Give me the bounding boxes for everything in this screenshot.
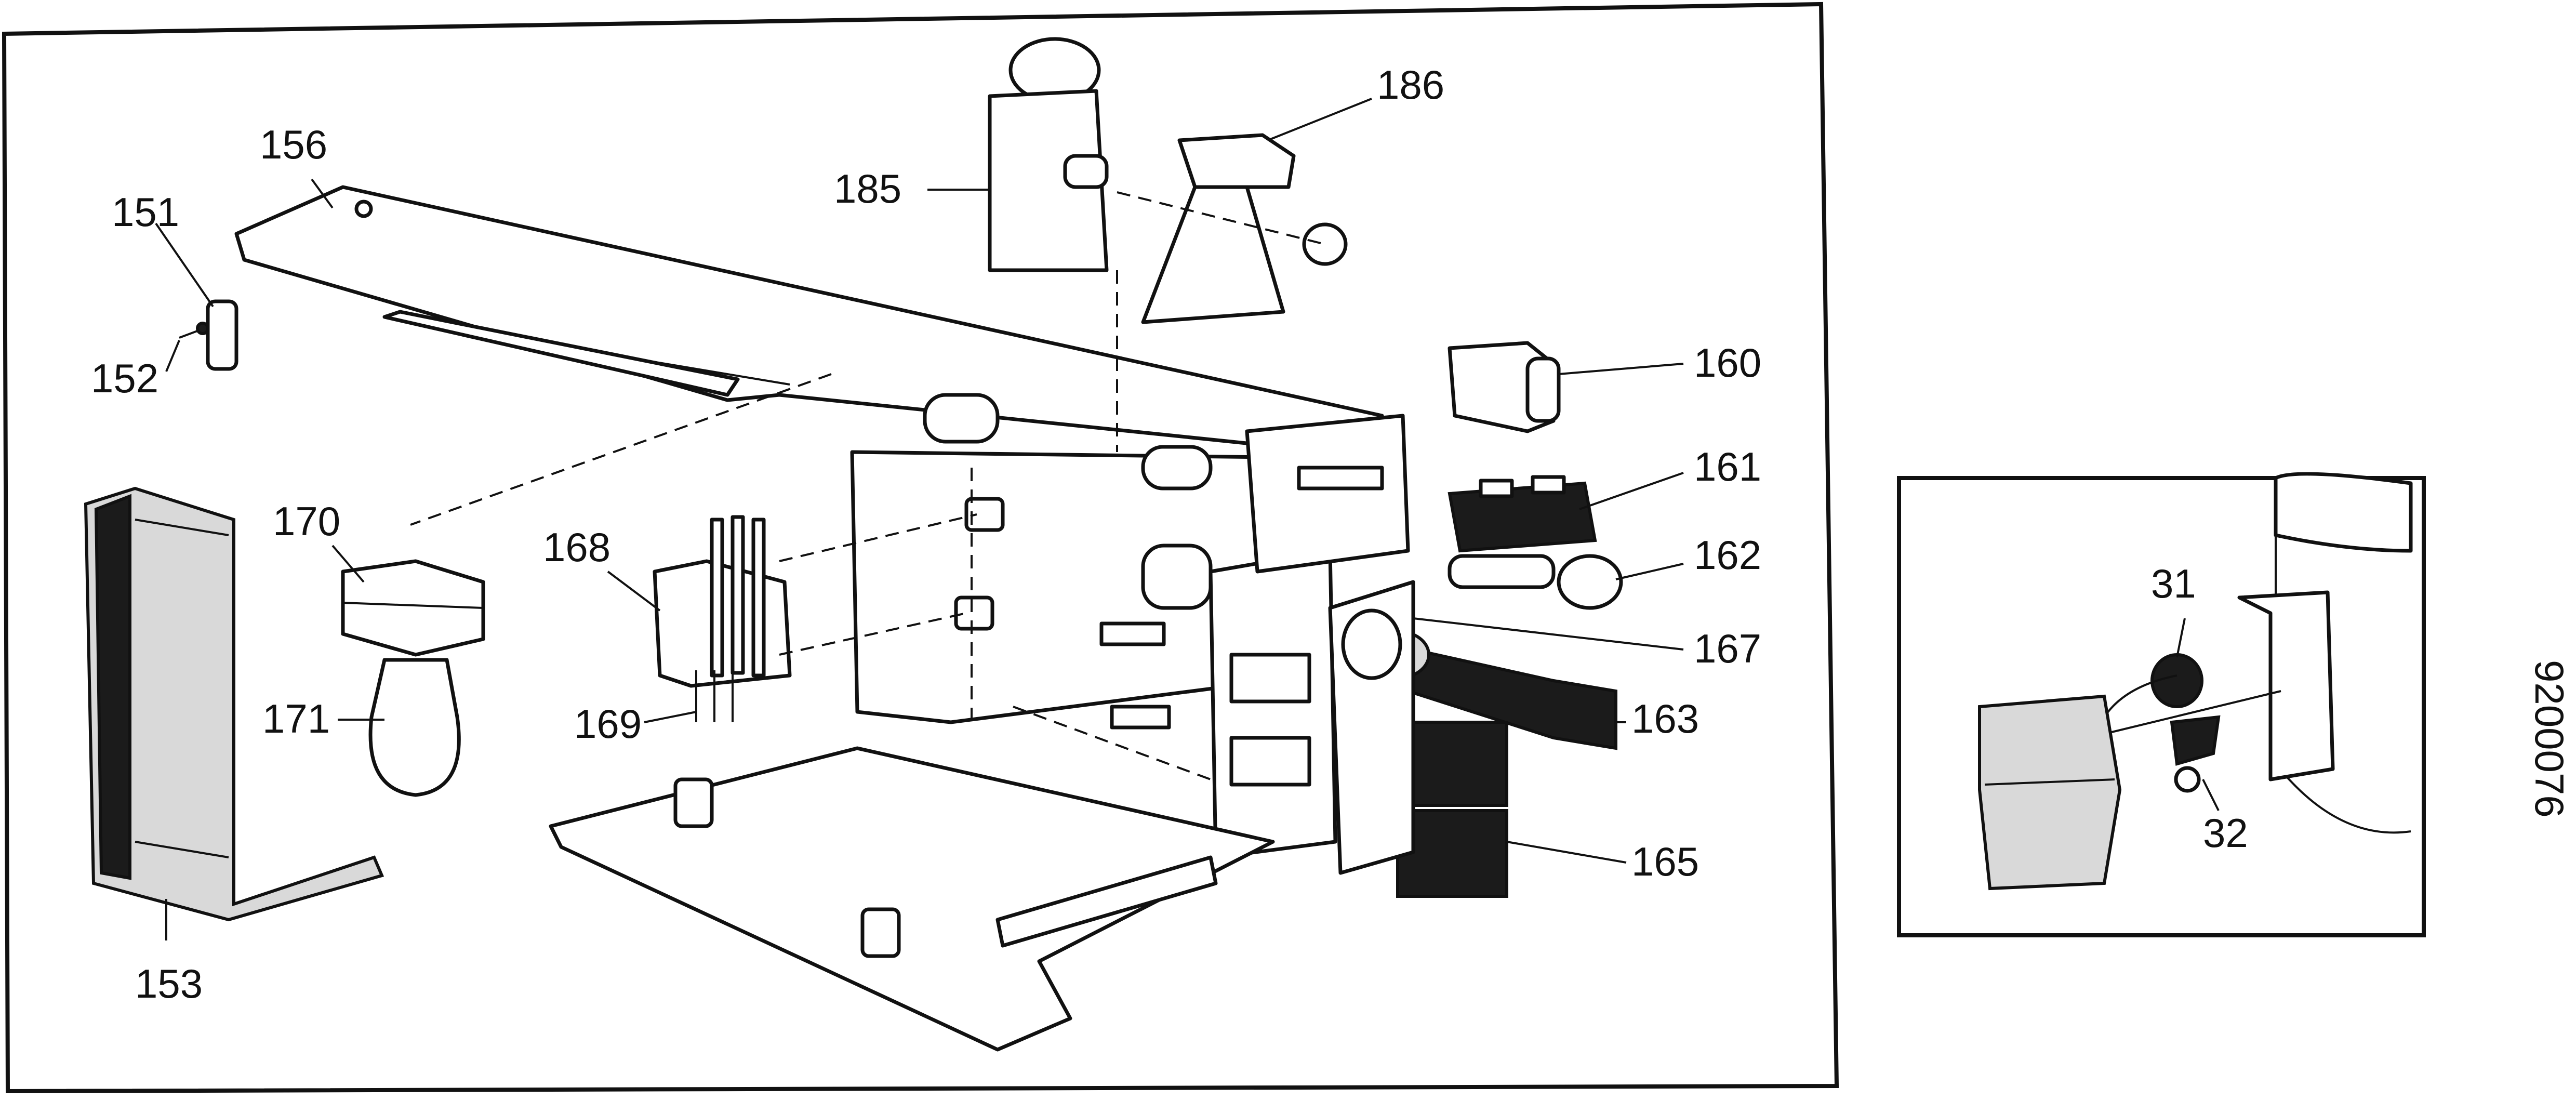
top-plate-lower-flange: [382, 310, 740, 397]
part-153-side-cover: [84, 486, 384, 922]
label-156: 156: [260, 122, 327, 167]
leader-162: [1615, 563, 1684, 580]
part-170-lamp-socket: [341, 559, 485, 657]
side-bracket: [1245, 414, 1410, 574]
part-32-washer: [2174, 766, 2201, 793]
label-151: 151: [112, 189, 179, 235]
label-165: 165: [1631, 839, 1699, 884]
part-168-terminal-block: [653, 515, 792, 688]
label-169: 169: [574, 701, 642, 747]
cylinder-spacer-right: [1141, 445, 1213, 491]
label-31: 31: [2151, 561, 2196, 606]
top-mounting-plate: [234, 185, 1384, 459]
cylinder-spacer-panel: [1141, 544, 1213, 610]
inset-detail: [1978, 472, 2413, 891]
standoff-front: [860, 907, 901, 958]
part-160-connector: [1448, 341, 1561, 433]
leader-168: [607, 571, 661, 612]
standoff-back-1: [964, 497, 1005, 532]
part-162-lamp-holder: [1448, 554, 1623, 610]
leader-170: [331, 545, 365, 583]
part-152-screw-head: [196, 322, 209, 335]
dashed-path-168-a: [779, 513, 977, 562]
part-151-clip: [206, 299, 238, 371]
part-171-bulb: [368, 658, 461, 797]
part-161-switch: [1448, 475, 1597, 553]
tab-lower: [1110, 705, 1171, 730]
label-162: 162: [1694, 532, 1761, 578]
label-32: 32: [2203, 810, 2248, 856]
leader-151: [155, 222, 214, 308]
part-165-relay-block: [1396, 721, 1508, 898]
panel-cutout-lower: [1229, 736, 1311, 787]
label-168: 168: [543, 524, 610, 570]
inset-compressor-body: [2274, 472, 2413, 553]
label-160: 160: [1694, 340, 1761, 386]
cylinder-spacer-left: [923, 393, 1000, 444]
leader-156: [311, 178, 334, 209]
label-163: 163: [1631, 696, 1699, 741]
leader-165: [1506, 841, 1627, 864]
leader-152: [165, 340, 180, 372]
label-171: 171: [262, 696, 330, 741]
bottom-base-plate: [549, 746, 1275, 1052]
label-161: 161: [1694, 444, 1761, 489]
leader-161: [1579, 472, 1684, 510]
chassis-assembly: [234, 185, 1410, 1052]
standoff-left: [673, 777, 714, 828]
leader-186: [1267, 98, 1372, 141]
bottom-plate-flange: [995, 855, 1218, 948]
part-167-bezel: [1328, 580, 1415, 875]
dashed-path-168-b: [779, 612, 967, 656]
side-bracket-slot: [1297, 466, 1384, 491]
part-156-screw: [354, 200, 373, 218]
front-control-panel: [1209, 549, 1337, 859]
label-185: 185: [834, 166, 901, 211]
part-186-bracket: [1141, 133, 1348, 324]
label-167: 167: [1694, 626, 1761, 671]
leader-32: [2202, 779, 2220, 811]
tab-upper: [1099, 621, 1166, 646]
inset-terminal-cover: [1978, 694, 2122, 891]
drawing-code: 9200076: [2527, 660, 2572, 818]
dashed-path-185-186: [1117, 191, 1325, 245]
standoff-back-2: [954, 595, 994, 631]
leader-167: [1413, 617, 1684, 651]
leader-169: [644, 711, 697, 723]
label-152: 152: [91, 355, 158, 401]
dashed-path-170: [410, 373, 832, 526]
main-diagram-frame: [2, 2, 1839, 1094]
label-170: 170: [273, 498, 340, 544]
label-153: 153: [135, 961, 203, 1006]
dashed-path-standoff: [1013, 706, 1211, 780]
part-185-thermostat: [988, 37, 1109, 272]
part-169-pins: [695, 670, 734, 722]
leader-31: [2176, 618, 2186, 658]
label-186: 186: [1377, 62, 1444, 108]
panel-cutout-upper: [1229, 653, 1311, 704]
inset-diagram-frame: [1897, 476, 2426, 937]
part-32-nut: [2170, 715, 2221, 766]
inset-mounting-bracket: [2237, 590, 2335, 781]
leader-160: [1558, 363, 1684, 375]
